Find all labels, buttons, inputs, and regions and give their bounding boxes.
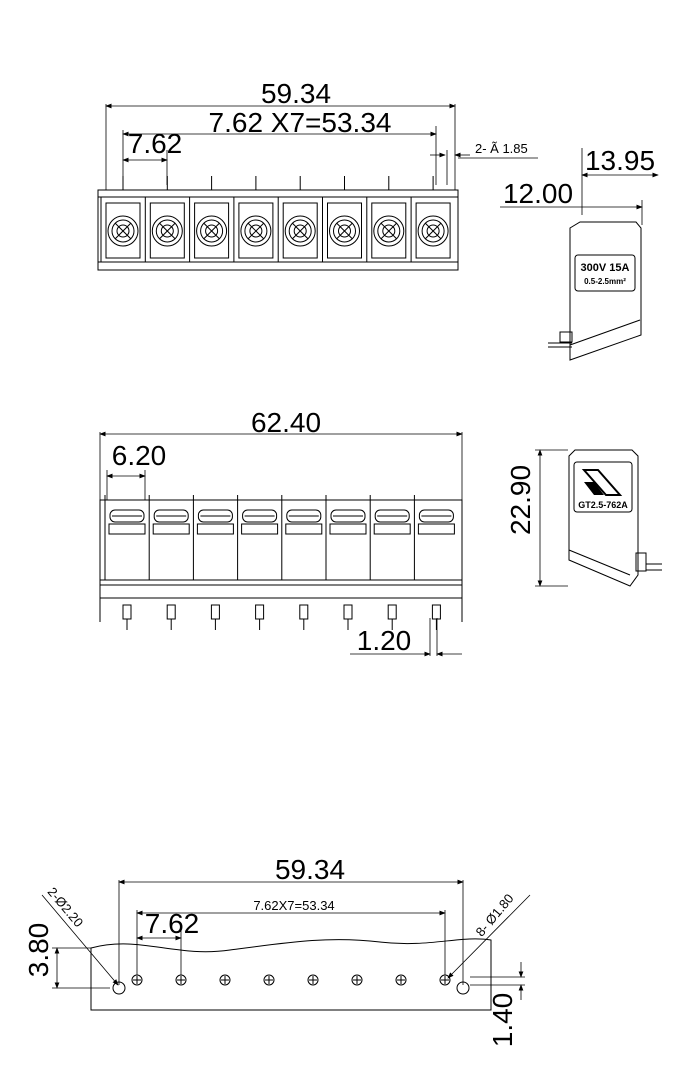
front-view: 62.40 6.20 1.20 xyxy=(99,407,463,657)
pin-hole xyxy=(131,974,143,986)
pin-hole xyxy=(395,974,407,986)
side-height-label: 22.90 xyxy=(505,465,536,535)
pcb-height-offset-label: 3.80 xyxy=(23,923,54,978)
top-view: 59.34 7.62 X7=53.34 7.62 2- Ã 1.85 xyxy=(97,78,538,271)
pcb-layout: 59.34 7.62X7=53.34 7.62 2-Ø2.20 8- Ø1.80… xyxy=(23,854,531,1048)
mount-hole xyxy=(112,981,126,995)
terminal-cell xyxy=(366,176,407,262)
wire-range-label: 0.5-2.5mm² xyxy=(584,277,626,286)
pcb-pin-offset-label: 1.40 xyxy=(487,993,518,1048)
terminal-clamp xyxy=(325,495,367,630)
terminal-clamp xyxy=(413,495,455,630)
side-depth-inner-label: 12.00 xyxy=(503,178,573,209)
terminal-clamp xyxy=(192,495,234,630)
brand-logo xyxy=(581,469,623,496)
terminal-clamp xyxy=(148,495,190,630)
rating-label: 300V 15A xyxy=(581,262,630,274)
top-pitch-total-label: 7.62 X7=53.34 xyxy=(209,107,392,138)
pin-hole xyxy=(219,974,231,986)
terminal-cell xyxy=(277,176,318,262)
pcb-overall-width-label: 59.34 xyxy=(275,854,345,885)
terminal-cell xyxy=(233,176,274,262)
front-pin-width-label: 1.20 xyxy=(357,625,412,656)
terminal-clamp xyxy=(237,495,279,630)
pcb-pitch-total-label: 7.62X7=53.34 xyxy=(253,898,334,913)
pin-hole xyxy=(263,974,275,986)
model-label: GT2.5-762A xyxy=(578,500,628,510)
front-overall-width-label: 62.40 xyxy=(251,407,321,438)
terminal-clamp xyxy=(281,495,323,630)
terminal-cell xyxy=(189,176,230,262)
front-pitch-label: 6.20 xyxy=(112,440,167,471)
side-view-front: 22.90 GT2.5-762A xyxy=(505,449,662,587)
terminal-cell xyxy=(322,176,362,262)
terminal-cell xyxy=(410,176,451,262)
terminal-cell xyxy=(144,176,185,262)
pin-hole xyxy=(175,974,187,986)
side-view-top: 13.95 12.00 300V 15A 0.5-2.5mm² xyxy=(500,145,659,361)
pcb-pitch-label: 7.62 xyxy=(145,908,200,939)
top-hole-note: 2- Ã 1.85 xyxy=(475,141,528,156)
terminal-clamp xyxy=(104,495,146,630)
top-overall-width-label: 59.34 xyxy=(261,78,331,109)
mount-hole xyxy=(456,981,470,995)
pin-hole xyxy=(439,974,451,986)
pin-hole xyxy=(307,974,319,986)
terminal-clamp xyxy=(369,495,411,630)
side-depth-outer-label: 13.95 xyxy=(585,145,655,176)
top-pitch-label: 7.62 xyxy=(128,128,183,159)
pin-hole xyxy=(351,974,363,986)
terminal-cell xyxy=(100,176,141,262)
